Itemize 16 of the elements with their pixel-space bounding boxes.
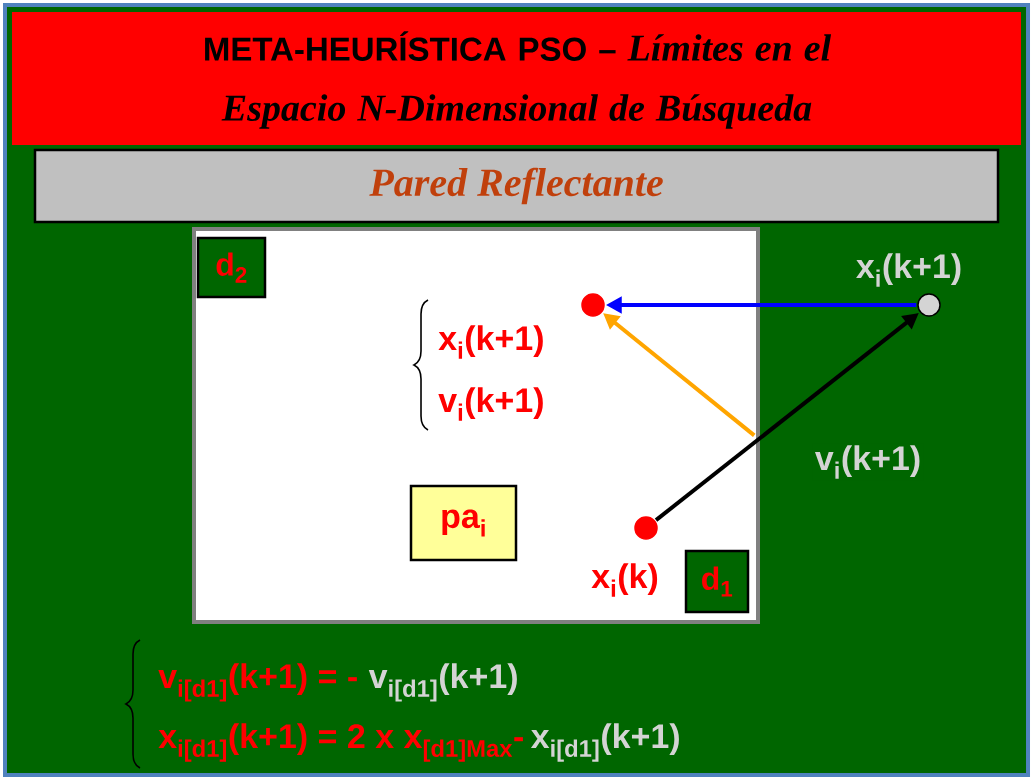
equation-text: x$_{i[d1]}$(k+1) (530, 723, 679, 762)
search-space-box (192, 227, 760, 624)
point-marker (581, 293, 605, 317)
equation-text: v$_{i[d1]}$(k+1) = - (158, 663, 357, 702)
position-box: pa$_{i}$ (409, 484, 518, 562)
point-label: x$_{i}$(k) (591, 563, 658, 597)
equation-text: v$_{i[d1]}$(k+1) (368, 663, 517, 702)
dimension-box: d$_{2}$ (196, 236, 267, 299)
equation-text: x$_{i[d1]}$(k+1) = 2 x x$_{[d1]Max}$- (158, 723, 523, 762)
dimension-box: d$_{1}$ (684, 549, 750, 614)
formula-label: v$_{i}$(k+1) (438, 387, 543, 421)
banner-box: Pared Reflectante (33, 148, 1000, 224)
title: META-HEURÍSTICA PSO – Límites en el Espacio N-Dimensional de Búsqueda (205, 31, 832, 129)
edge-label: v$_{i}$(k+1) (812, 443, 924, 481)
formula-label: x$_{i}$(k+1) (438, 325, 543, 359)
point-label: x$_{i}$(k+1) (856, 253, 961, 287)
